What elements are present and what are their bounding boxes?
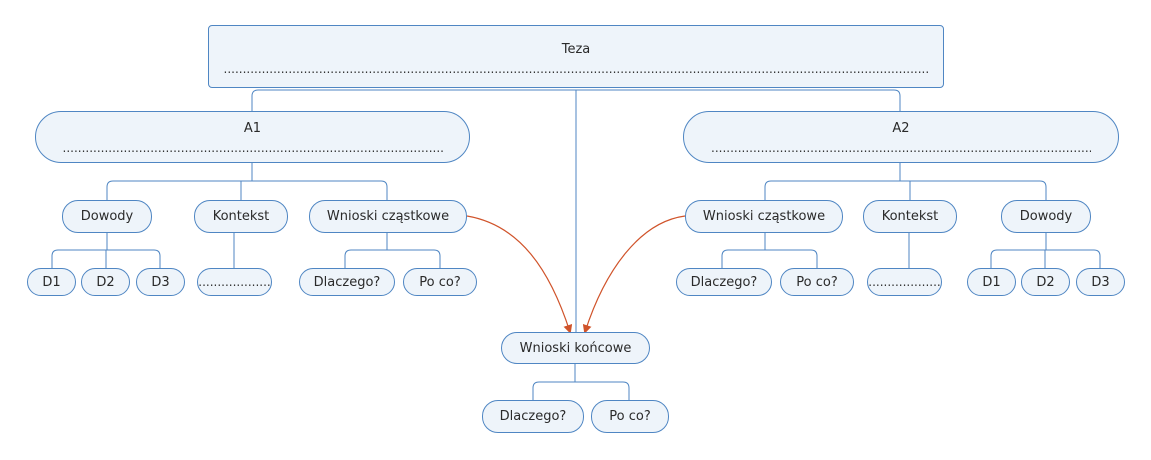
connector-a1-children (106, 163, 388, 200)
right-kontekst-dots-node[interactable]: ................... (867, 268, 942, 296)
left-d2-node[interactable]: D2 (81, 268, 130, 296)
right-kontekst-dots: ................... (868, 275, 941, 289)
right-dowody-node[interactable]: Dowody (1001, 200, 1091, 233)
thesis-title: Teza (561, 41, 591, 57)
final-dlaczego-node[interactable]: Dlaczego? (482, 400, 584, 433)
right-d3-node[interactable]: D3 (1076, 268, 1125, 296)
right-d1-node[interactable]: D1 (967, 268, 1016, 296)
thesis-dots: ........................................… (223, 63, 929, 74)
left-wnioski-node[interactable]: Wnioski cząstkowe (309, 200, 467, 233)
right-kontekst-node[interactable]: Kontekst (863, 200, 957, 233)
right-po-co-node[interactable]: Po co? (780, 268, 854, 296)
thesis-node[interactable]: Teza ...................................… (208, 25, 944, 88)
argument-a1-title: A1 (243, 121, 262, 136)
left-dlaczego-node[interactable]: Dlaczego? (299, 268, 395, 296)
arrow-left-wnioski-to-final (466, 215, 573, 334)
argument-a2-title: A2 (892, 121, 910, 136)
connector-left-dowody (51, 233, 161, 268)
argument-a1-dots: ........................................… (62, 143, 443, 153)
final-conclusions-node[interactable]: Wnioski końcowe (501, 332, 650, 364)
right-dlaczego-node[interactable]: Dlaczego? (676, 268, 772, 296)
connector-final-children (532, 364, 630, 400)
right-d2-node[interactable]: D2 (1021, 268, 1070, 296)
argument-a1-node[interactable]: A1 .....................................… (35, 111, 470, 163)
connector-left-wnioski (344, 233, 441, 268)
connector-a2-children (764, 163, 1047, 200)
left-dowody-node[interactable]: Dowody (62, 200, 152, 233)
left-kontekst-node[interactable]: Kontekst (194, 200, 288, 233)
right-wnioski-node[interactable]: Wnioski cząstkowe (685, 200, 843, 233)
left-d1-node[interactable]: D1 (27, 268, 76, 296)
argument-a2-dots: ........................................… (711, 143, 1091, 153)
connector-right-dowody (990, 233, 1101, 268)
connector-right-wnioski (721, 233, 818, 268)
final-po-co-node[interactable]: Po co? (591, 400, 669, 433)
argument-a2-node[interactable]: A2 .....................................… (683, 111, 1119, 163)
left-kontekst-dots: ................... (198, 275, 271, 289)
left-kontekst-dots-node[interactable]: ................... (197, 268, 272, 296)
arrow-right-wnioski-to-final (582, 215, 686, 334)
left-d3-node[interactable]: D3 (136, 268, 185, 296)
left-po-co-node[interactable]: Po co? (403, 268, 477, 296)
